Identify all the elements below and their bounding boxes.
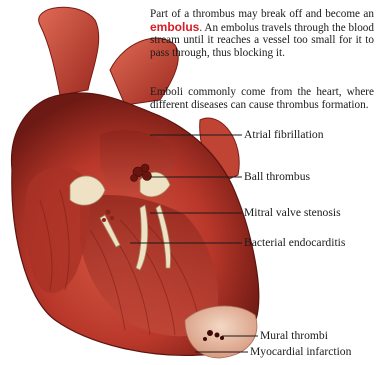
label-mitral-valve-stenosis: Mitral valve stenosis: [244, 206, 341, 219]
embolus-term: embolus: [150, 20, 199, 34]
intro-paragraph: Part of a thrombus may break off and bec…: [150, 8, 374, 59]
label-mural-thrombi: Mural thrombi: [260, 329, 328, 342]
label-ball-thrombus: Ball thrombus: [244, 170, 310, 183]
label-bacterial-endocarditis: Bacterial endocarditis: [244, 236, 345, 249]
aorta: [39, 7, 99, 95]
emboli-paragraph: Emboli commonly come from the heart, whe…: [150, 86, 374, 111]
label-atrial-fibrillation: Atrial fibrillation: [244, 128, 324, 141]
label-myocardial-infarction: Myocardial infarction: [250, 345, 351, 358]
intro-text-before: Part of a thrombus may break off and bec…: [150, 8, 374, 20]
